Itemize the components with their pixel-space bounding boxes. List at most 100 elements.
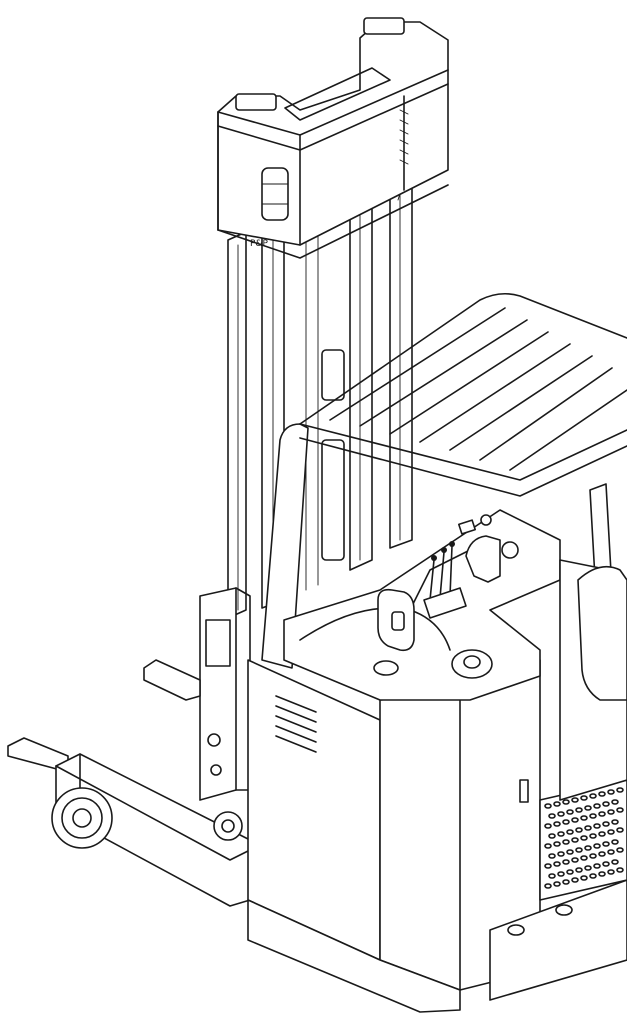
floor-hole (593, 843, 601, 849)
top-clamp-left (235, 93, 277, 111)
floor-hole (611, 839, 619, 845)
floor-hole (616, 847, 624, 853)
floor-hole (544, 823, 552, 829)
floor-hole (553, 861, 561, 867)
floor-hole (589, 793, 597, 799)
top-clamp-right (363, 17, 405, 35)
floor-hole (544, 883, 552, 889)
grab-handle[interactable] (465, 535, 501, 583)
floor-hole (584, 845, 592, 851)
floor-hole (575, 807, 583, 813)
fork-carriage (7, 587, 251, 801)
floor-hole (544, 863, 552, 869)
floor-hole (571, 797, 579, 803)
floor-hole (548, 853, 556, 859)
floor-hole (602, 861, 610, 867)
floor-hole (548, 833, 556, 839)
floor-hole (562, 859, 570, 865)
floor-hole (607, 829, 615, 835)
chain-guard (321, 349, 345, 401)
floor-hole (580, 795, 588, 801)
floor-hole (593, 863, 601, 869)
mast-label-marks: P&P (250, 239, 268, 249)
floor-hole (589, 853, 597, 859)
mast-left-upright (227, 231, 247, 619)
floor-hole (616, 867, 624, 873)
mast: P&P (217, 17, 449, 619)
base-hole-1 (507, 924, 525, 936)
door-latch (519, 779, 529, 803)
floor-hole (562, 839, 570, 845)
mast-top-frame (217, 21, 449, 246)
floor-hole (557, 851, 565, 857)
controls (373, 514, 627, 701)
floor-plate-holes (544, 787, 624, 889)
floor-hole (562, 879, 570, 885)
floor-hole (611, 799, 619, 805)
floor-hole (598, 811, 606, 817)
floor-hole (566, 869, 574, 875)
floor-hole (566, 809, 574, 815)
floor-hole (571, 817, 579, 823)
floor-hole (616, 807, 624, 813)
floor-hole (580, 855, 588, 861)
floor-hole (607, 809, 615, 815)
floor-hole (598, 791, 606, 797)
floor-hole (548, 873, 556, 879)
floor-hole (544, 803, 552, 809)
emergency-stop[interactable] (501, 541, 519, 559)
floor-hole (580, 875, 588, 881)
floor-hole (575, 867, 583, 873)
cup-holder (373, 660, 399, 676)
floor-hole (553, 801, 561, 807)
truck-body (247, 509, 627, 1013)
floor-hole (607, 789, 615, 795)
key-switch[interactable] (480, 514, 492, 526)
floor-hole (571, 837, 579, 843)
floor-hole (611, 819, 619, 825)
floor-hole (566, 829, 574, 835)
vent-grille (275, 695, 317, 753)
floor-hole (571, 877, 579, 883)
floor-hole (589, 813, 597, 819)
guard-front-post (261, 423, 309, 669)
floor-hole (607, 849, 615, 855)
floor-hole (575, 827, 583, 833)
floor-hole (598, 851, 606, 857)
floor-hole (553, 881, 561, 887)
floor-hole (575, 847, 583, 853)
floor-hole (566, 849, 574, 855)
display-window (457, 519, 477, 535)
floor-hole (548, 813, 556, 819)
backrest-pad (577, 565, 627, 701)
mast-side-cylinder (261, 167, 289, 221)
floor-hole (584, 825, 592, 831)
floor-hole (557, 871, 565, 877)
floor-hole (593, 823, 601, 829)
outrigger (51, 753, 251, 907)
floor-hole (616, 787, 624, 793)
floor-hole (580, 815, 588, 821)
floor-hole (557, 831, 565, 837)
floor-hole (602, 821, 610, 827)
floor-hole (589, 833, 597, 839)
floor-hole (598, 871, 606, 877)
floor-hole (602, 801, 610, 807)
floor-hole (602, 841, 610, 847)
floor-hole (562, 799, 570, 805)
floor-hole (557, 811, 565, 817)
floor-hole (553, 821, 561, 827)
hydraulic-levers[interactable] (423, 541, 467, 619)
floor-hole (571, 857, 579, 863)
floor-hole (607, 869, 615, 875)
floor-hole (580, 835, 588, 841)
base-hole-2 (555, 904, 573, 916)
floor-hole (611, 859, 619, 865)
lift-cylinder (321, 439, 345, 561)
floor-hole (584, 805, 592, 811)
floor-hole (589, 873, 597, 879)
carriage-bracket (205, 619, 231, 667)
floor-hole (584, 865, 592, 871)
